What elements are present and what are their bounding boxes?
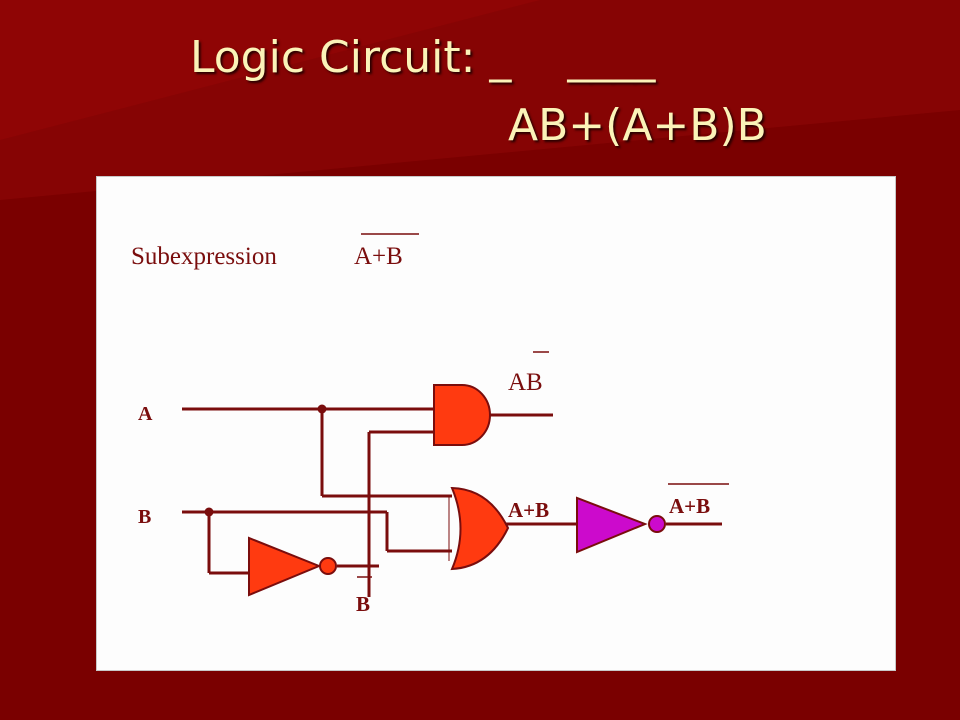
and-gate <box>433 384 491 446</box>
not-gate-b <box>248 536 322 597</box>
subexpression-label: Subexpression <box>131 243 277 270</box>
or-gate <box>450 486 510 571</box>
and-output-label: AB <box>508 369 543 396</box>
diagram-panel: Subexpression A+B <box>96 176 896 671</box>
junction-a <box>317 404 327 414</box>
input-b-label: B <box>138 506 151 528</box>
slide-title-line-1: Logic Circuit: _ ____ <box>190 32 656 83</box>
not-gate-output-bubble <box>648 515 666 533</box>
final-output-label: A+B <box>669 494 710 518</box>
junction-b <box>204 507 214 517</box>
inverter-output-label: B <box>356 592 370 616</box>
slide-title-line-2: AB+(A+B)B <box>508 100 767 151</box>
or-output-label: A+B <box>508 498 549 522</box>
input-a-label: A <box>138 403 153 425</box>
circuit-wires <box>182 407 722 597</box>
not-gate-output <box>576 496 648 554</box>
logic-circuit-diagram: Subexpression A+B <box>131 233 729 616</box>
subexpression-expression: A+B <box>354 243 403 270</box>
not-gate-b-bubble <box>319 557 337 575</box>
